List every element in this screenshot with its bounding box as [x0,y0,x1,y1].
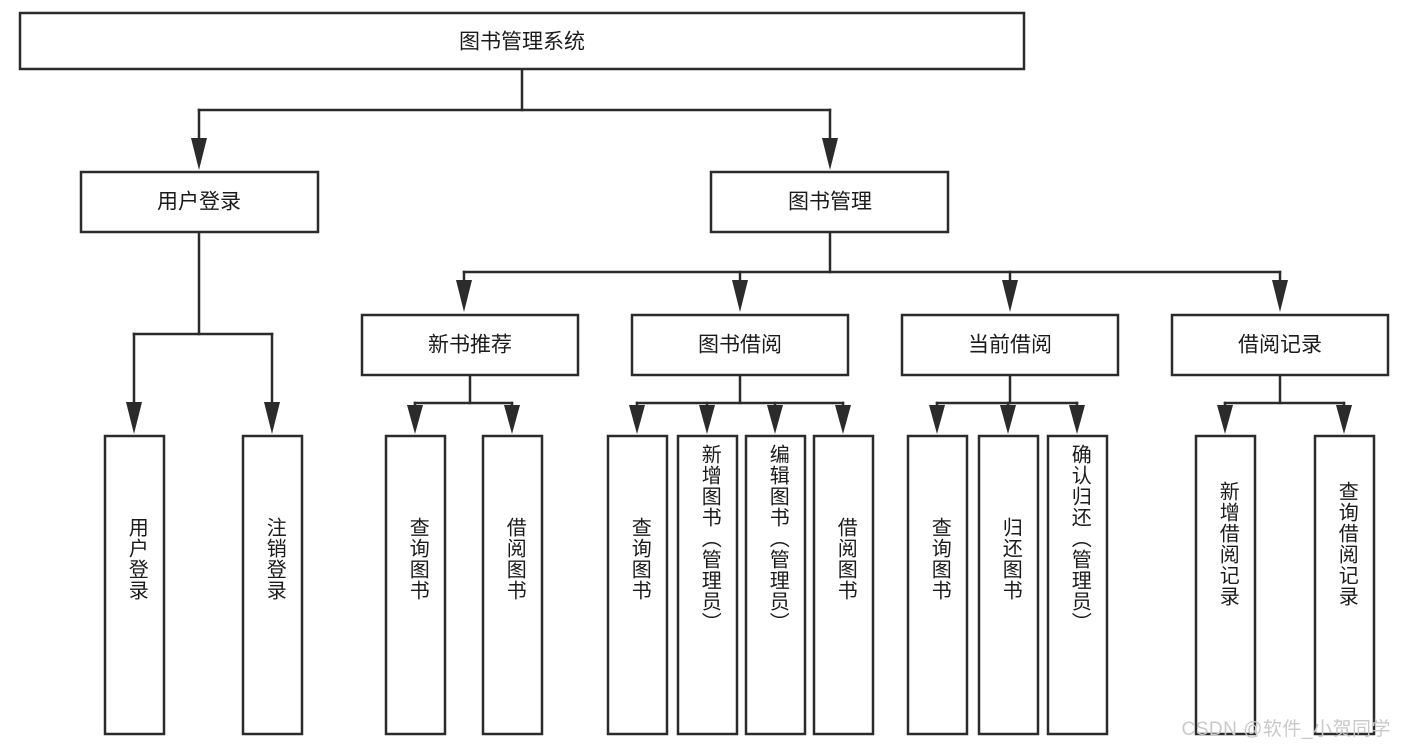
node-book-management-label: 图书管理 [788,191,872,214]
connector-group-user-login [126,230,280,434]
arrow-head-bb-leaf-4 [835,405,851,434]
node-book-borrow[interactable]: 图书借阅 [630,313,850,377]
arrow-head-br-leaf-1 [1217,405,1233,434]
leaf-box-borrow-record-0[interactable] [1194,434,1257,736]
node-user-login[interactable]: 用户登录 [79,170,320,234]
node-current-borrow-box[interactable] [900,313,1120,377]
connector-group-book-mgmt [456,230,1288,312]
node-borrow-record-label: 借阅记录 [1238,334,1322,357]
node-user-login-label: 用户登录 [157,191,241,214]
node-borrow-record[interactable]: 借阅记录 [1170,313,1390,377]
connector-group-borrow-record [1217,373,1352,434]
arrow-head-nb-leaf-2 [504,405,520,434]
connector-group-book-borrow [629,373,851,434]
arrow-head-book-mgmt [822,138,838,170]
leaf-box-book-borrow-1[interactable] [676,434,739,736]
leaf-boxes-current-borrow [906,434,1109,736]
leaf-box-book-borrow-2[interactable] [744,434,807,736]
leaf-boxes-borrow-record [1194,434,1376,736]
leaf-box-current-borrow-0[interactable] [906,434,969,736]
connector-group-root [191,67,838,170]
arrow-head-cb-leaf-3 [1069,405,1085,434]
leaf-box-current-borrow-1[interactable] [977,434,1040,736]
leaf-box-new-book-1[interactable] [481,434,544,736]
node-book-management[interactable]: 图书管理 [709,170,950,234]
node-current-borrow-label: 当前借阅 [968,334,1052,357]
arrow-head-leaf-logout [264,402,280,434]
connector-group-new-book [407,373,520,434]
arrow-head-leaf-user-login [126,402,142,434]
leaf-box-new-book-0[interactable] [384,434,447,736]
node-book-borrow-label: 图书借阅 [698,334,782,357]
arrow-head-cb-leaf-2 [1000,405,1016,434]
node-root-label: 图书管理系统 [459,31,585,54]
node-new-book-recommend-label: 新书推荐 [428,334,512,357]
arrow-head-new-book [456,280,472,312]
arrow-head-cb-leaf-1 [929,405,945,434]
arrow-head-user-login [191,138,207,170]
leaf-box-user-login-1[interactable] [241,434,304,736]
leaf-box-current-borrow-2[interactable] [1046,434,1109,736]
arrow-head-current-borrow [1002,280,1018,312]
arrow-head-bb-leaf-3 [767,405,783,434]
arrow-head-borrow-record [1272,280,1288,312]
leaf-box-user-login-0[interactable] [103,434,166,736]
leaf-boxes-user-login [103,434,304,736]
node-current-borrow[interactable]: 当前借阅 [900,313,1120,377]
leaf-box-book-borrow-3[interactable] [812,434,875,736]
leaf-box-book-borrow-0[interactable] [606,434,669,736]
csdn-watermark: CSDN @软件_小贺同学 [1181,719,1391,740]
arrow-head-nb-leaf-1 [407,405,423,434]
node-book-management-box[interactable] [709,170,950,234]
node-user-login-box[interactable] [79,170,320,234]
node-new-book-recommend-box[interactable] [360,313,580,377]
node-borrow-record-box[interactable] [1170,313,1390,377]
node-root[interactable]: 图书管理系统 [18,11,1026,71]
arrow-head-bb-leaf-1 [629,405,645,434]
arrow-head-book-borrow [732,280,748,312]
leaf-boxes-book-borrow [606,434,875,736]
node-root-box[interactable] [18,11,1026,71]
node-book-borrow-box[interactable] [630,313,850,377]
connector-group-current-borrow [929,373,1085,434]
arrow-head-br-leaf-2 [1336,405,1352,434]
leaf-box-borrow-record-1[interactable] [1313,434,1376,736]
arrow-head-bb-leaf-2 [699,405,715,434]
leaf-boxes-new-book-recommend [384,434,544,736]
node-new-book-recommend[interactable]: 新书推荐 [360,313,580,377]
